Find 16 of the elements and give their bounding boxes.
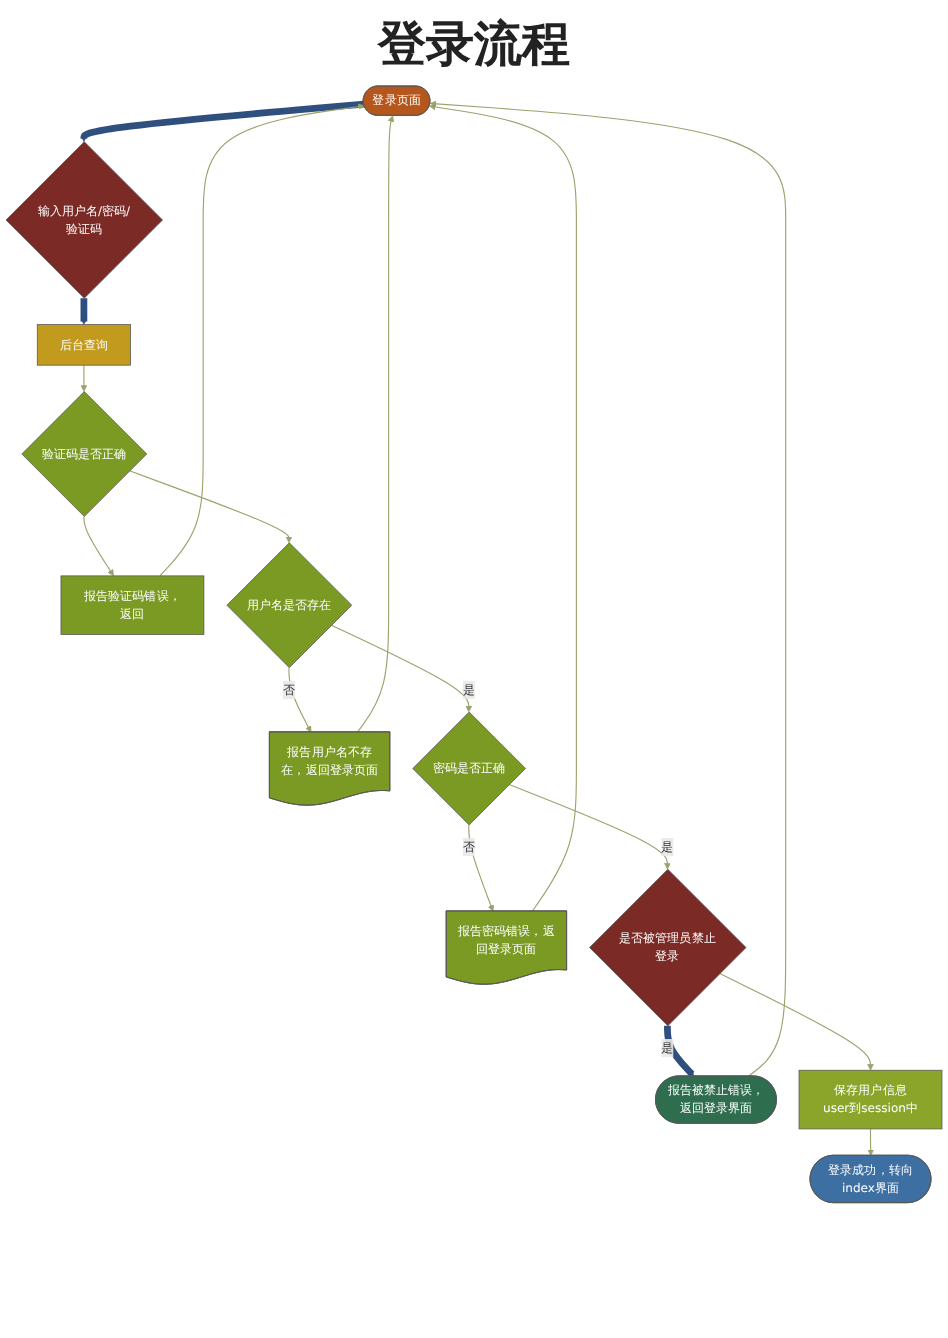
arrow <box>429 103 577 912</box>
diagram-title: 登录流程 <box>375 14 572 76</box>
arrow <box>159 103 365 577</box>
arrow <box>719 972 874 1071</box>
arrow <box>468 824 495 912</box>
arrow <box>83 515 114 577</box>
arrow <box>429 100 787 1077</box>
arrow <box>664 1025 695 1077</box>
arrow <box>508 783 671 870</box>
arrow <box>80 297 88 325</box>
arrow <box>80 364 88 392</box>
arrow <box>867 1128 874 1156</box>
arrow <box>128 470 293 544</box>
arrow <box>80 100 365 142</box>
arrow <box>330 624 473 713</box>
arrow <box>356 115 395 733</box>
